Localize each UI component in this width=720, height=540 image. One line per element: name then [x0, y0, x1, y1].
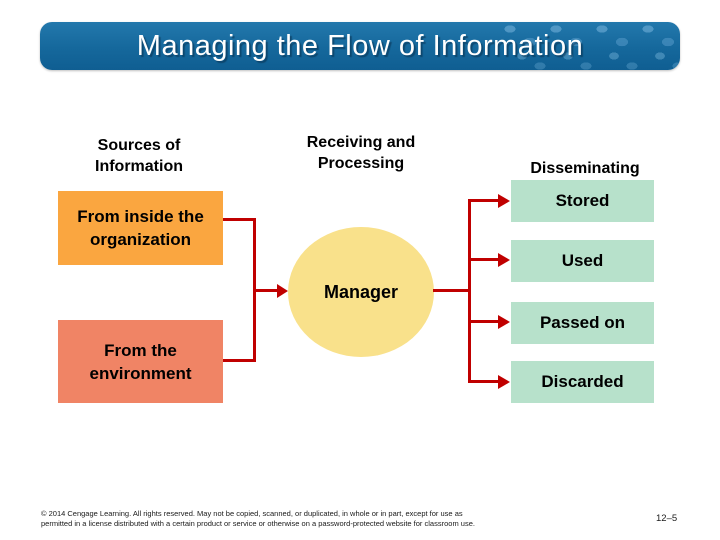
arrow-right-icon	[498, 194, 510, 208]
manager-ellipse: Manager	[288, 227, 434, 357]
arrow-right-icon	[498, 315, 510, 329]
connector-branch-discarded	[468, 380, 499, 383]
outcome-box-passed-on: Passed on	[511, 302, 654, 344]
source-box-label: From inside the organization	[77, 207, 204, 249]
connector-line-into-manager	[253, 289, 278, 292]
outcome-box-used: Used	[511, 240, 654, 282]
column-header-receiving: Receiving and Processing	[306, 134, 416, 172]
connector-branch-stored	[468, 199, 499, 202]
manager-label: Manager	[323, 281, 399, 302]
outcome-box-discarded: Discarded	[511, 361, 654, 403]
footer-copyright: © 2014 Cengage Learning. All rights rese…	[41, 509, 521, 529]
source-box-label: From the environment	[89, 340, 192, 383]
column-header-sources: Sources of Information	[95, 137, 183, 175]
footer-copyright-line2: permitted in a license distributed with …	[41, 519, 475, 528]
page-title: Managing the Flow of Information	[136, 29, 584, 62]
arrow-right-icon	[277, 284, 288, 298]
connector-line-from-environment	[223, 359, 256, 362]
page-number: 12–5	[656, 513, 678, 524]
outcome-label: Discarded	[541, 372, 624, 391]
outcome-label: Passed on	[539, 313, 626, 332]
arrow-right-icon	[498, 253, 510, 267]
source-box-inside-organization: From inside the organization	[58, 191, 223, 265]
footer-copyright-line1: © 2014 Cengage Learning. All rights rese…	[41, 509, 463, 518]
source-box-environment: From the environment	[58, 320, 223, 403]
arrow-right-icon	[498, 375, 510, 389]
outcome-label: Used	[561, 251, 604, 270]
connector-line-manager-out	[433, 289, 471, 292]
connector-branch-passed-on	[468, 320, 499, 323]
connector-branch-used	[468, 258, 499, 261]
column-header-disseminating: Disseminating	[530, 160, 640, 177]
outcome-box-stored: Stored	[511, 180, 654, 222]
connector-line-from-inside	[223, 218, 256, 221]
outcome-label: Stored	[555, 191, 610, 210]
title-bar: Managing the Flow of Information	[40, 22, 680, 70]
title-bar-pattern	[500, 22, 680, 70]
connector-line-right-trunk	[468, 199, 471, 383]
